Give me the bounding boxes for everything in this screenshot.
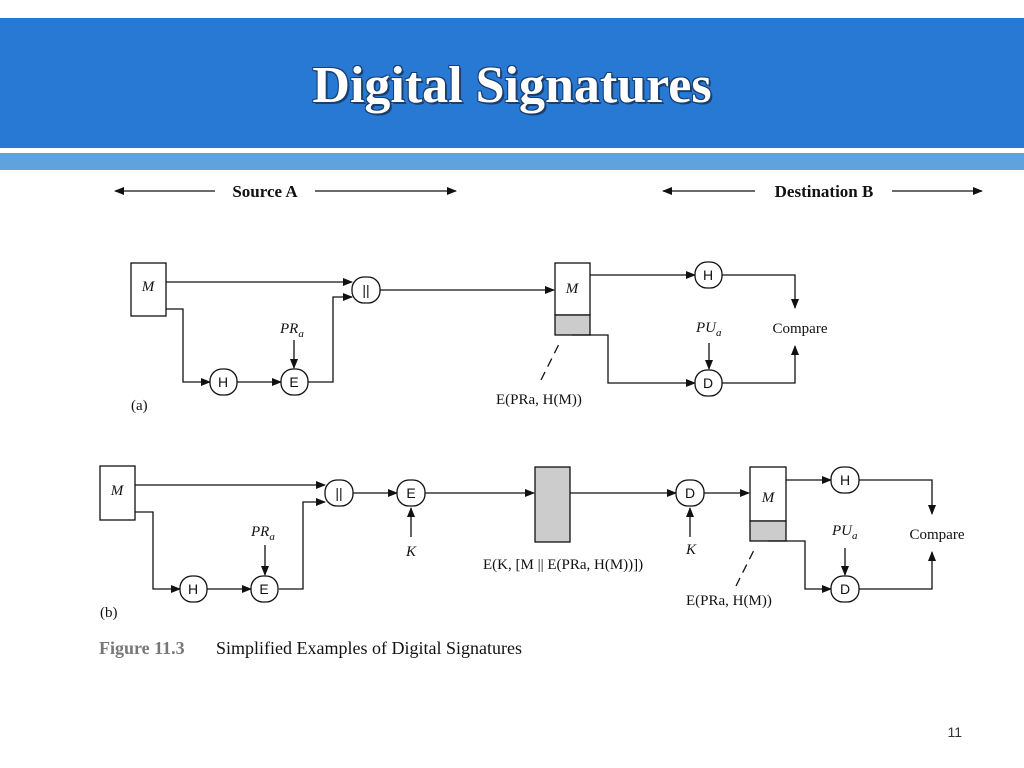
page-number: 11 [947,724,962,740]
private-key-label-a: PRa [279,321,304,340]
encrypt-label-a: E [289,374,298,390]
received-message-label-b: M [761,490,776,506]
hash-label-a: H [218,374,228,390]
encrypt-node-a [280,368,309,396]
hash-node-dest-b [830,466,860,494]
private-key-label-b: PRa [250,524,275,543]
title-bar: Digital Signatures [0,18,1024,148]
hash-label-b: H [188,581,198,597]
encrypt-k-label-b: E [406,485,415,501]
encrypt-node-b [250,575,279,603]
message-box-b [99,465,136,521]
hash-node-b [179,575,208,603]
concat-node-a [351,276,381,304]
hash-label-dest-a: H [703,267,713,283]
hash-node-dest-a [694,261,723,289]
signature-label-a: E(PRa, H(M)) [496,392,582,408]
encrypt-label-b: E [259,581,268,597]
signature-box-a [554,314,591,336]
source-label: Source A [232,182,298,201]
ciphertext-box-b [534,466,571,543]
decrypt-k-label-b: D [685,485,695,501]
compare-label-a: Compare [773,321,828,337]
received-message-label-a: M [565,281,580,297]
message-label-b: M [110,483,125,499]
decrypt-node-a [694,369,723,397]
ciphertext-label-b: E(K, [M || E(PRa, H(M))]) [483,557,643,573]
message-label-a: M [141,279,156,295]
encrypt-k-node-b [396,479,426,507]
decrypt-label-b: D [840,581,850,597]
decrypt-node-b [830,575,860,603]
message-box-a [130,262,167,317]
figure-number: Figure 11.3 [99,638,185,658]
received-message-box-b [749,466,787,522]
public-key-label-a: PUa [695,320,722,339]
hash-node-a [209,368,238,396]
hash-label-dest-b: H [840,472,850,488]
concat-node-b [324,479,354,507]
signature-label-b: E(PRa, H(M)) [686,593,772,609]
decrypt-k-node-b [675,479,705,507]
slide-title: Digital Signatures [312,57,712,114]
signature-box-b [749,520,787,542]
key-label-encrypt-b: K [405,544,417,560]
accent-stripe [0,153,1024,170]
part-b-label: (b) [100,605,118,621]
public-key-label-b: PUa [831,523,858,542]
part-a-label: (a) [131,398,148,414]
concat-label-b: || [335,485,342,501]
decrypt-label-a: D [703,375,713,391]
key-label-decrypt-b: K [685,542,697,558]
compare-label-b: Compare [910,527,965,543]
figure-caption: Simplified Examples of Digital Signature… [216,638,522,658]
destination-label: Destination B [775,182,874,201]
concat-label-a: || [362,282,369,298]
